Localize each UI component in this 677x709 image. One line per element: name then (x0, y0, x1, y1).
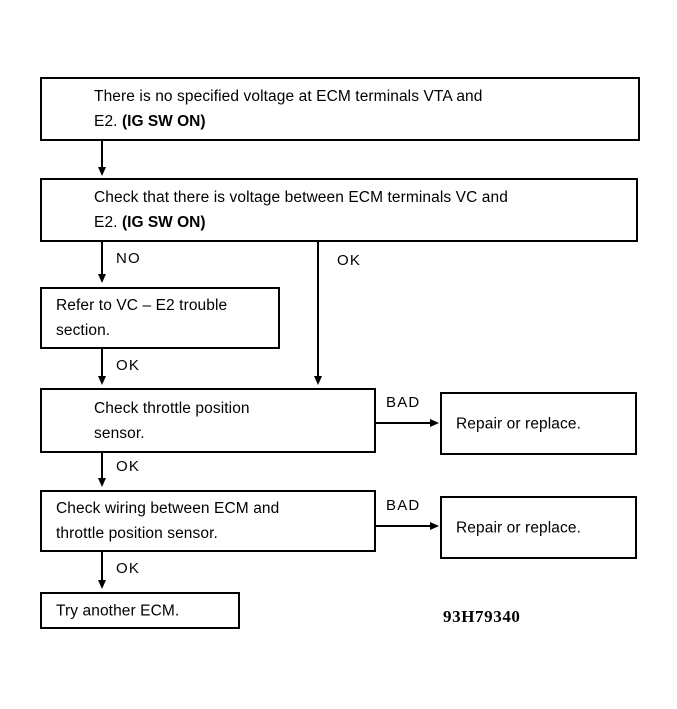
arrow-symptom-to-check-vc (98, 167, 106, 176)
node-repair-replace-1: Repair or replace. (440, 392, 637, 455)
arrow-tps-to-wiring (98, 478, 106, 487)
connector-refer-to-tps (101, 349, 103, 376)
edge-label-bad-1: BAD (386, 394, 421, 411)
connector-bad-1 (376, 422, 432, 424)
edge-label-ok-tps: OK (116, 458, 141, 475)
node-repair-replace-2: Repair or replace. (440, 496, 637, 559)
arrow-refer-to-tps (98, 376, 106, 385)
edge-label-ok-refer: OK (116, 357, 141, 374)
node-check-vc-e2-text: Check that there is voltage between ECM … (94, 189, 508, 231)
edge-label-no: NO (116, 250, 141, 267)
edge-label-bad-2: BAD (386, 497, 421, 514)
edge-label-ok-bypass: OK (337, 252, 362, 269)
connector-wiring-to-ecm (101, 552, 103, 580)
connector-no-branch (101, 242, 103, 276)
node-try-another-ecm: Try another ECM. (40, 592, 240, 629)
arrow-wiring-to-ecm (98, 580, 106, 589)
node-symptom: There is no specified voltage at ECM ter… (40, 77, 640, 141)
node-check-vc-e2: Check that there is voltage between ECM … (40, 178, 638, 242)
edge-label-ok-wiring: OK (116, 560, 141, 577)
arrow-bad-2 (430, 522, 439, 530)
connector-tps-to-wiring (101, 453, 103, 478)
reference-code: 93H79340 (443, 607, 521, 626)
connector-bad-2 (376, 525, 432, 527)
arrow-ok-bypass (314, 376, 322, 385)
connector-symptom-to-check-vc (101, 141, 103, 169)
node-repair-replace-2-text: Repair or replace. (456, 519, 581, 536)
node-try-another-ecm-text: Try another ECM. (56, 602, 180, 619)
arrow-bad-1 (430, 419, 439, 427)
node-repair-replace-1-text: Repair or replace. (456, 415, 581, 432)
connector-ok-bypass (317, 242, 319, 376)
arrow-no-branch (98, 274, 106, 283)
node-symptom-text: There is no specified voltage at ECM ter… (94, 88, 483, 130)
